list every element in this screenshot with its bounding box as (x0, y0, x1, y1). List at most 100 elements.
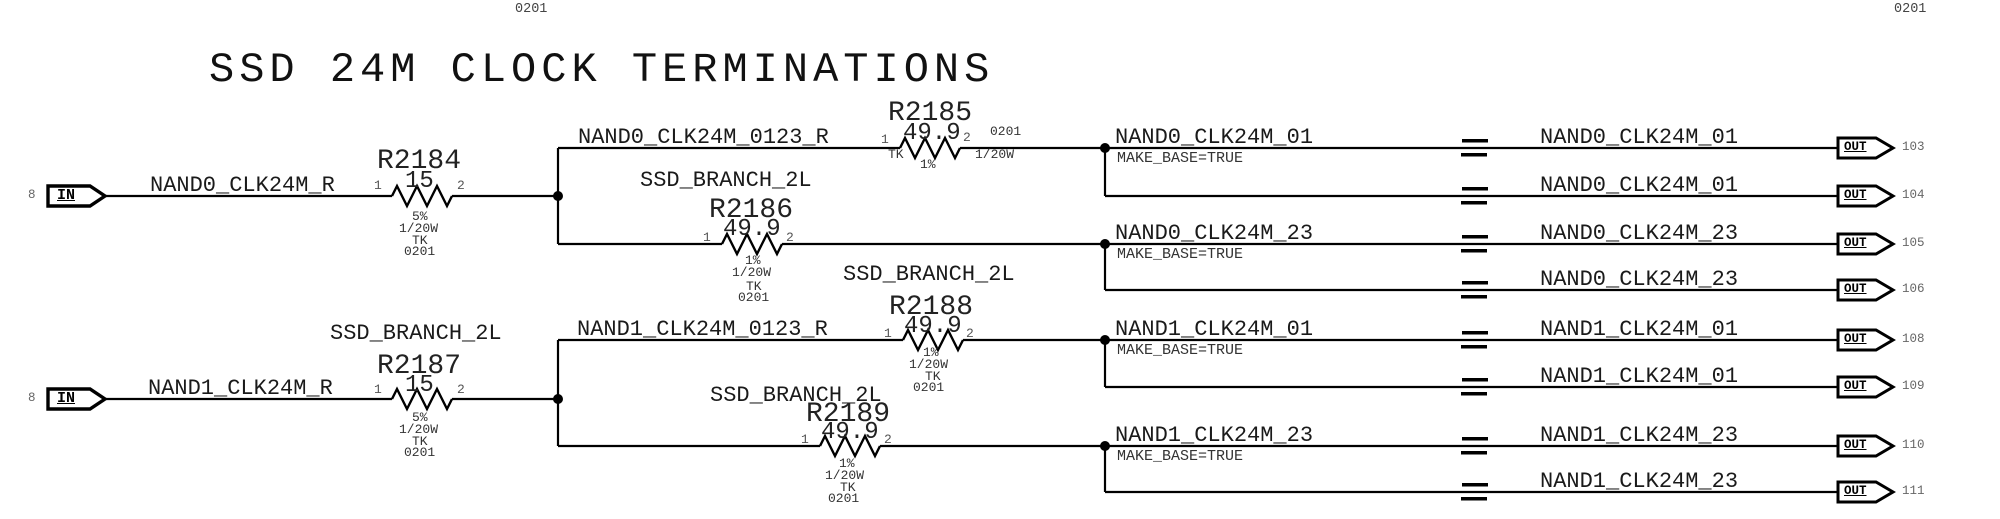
out-port-label[interactable]: OUT (1844, 236, 1867, 250)
net-label-nand0-clk24m-r[interactable]: NAND0_CLK24M_R (150, 173, 335, 198)
edge-fragment-0201: 0201 (1894, 2, 1927, 17)
net-label-nand1-clk24m-0123-r[interactable]: NAND1_CLK24M_0123_R (577, 317, 828, 342)
resistor-pin2: 2 (963, 130, 971, 145)
out-port-symbol[interactable] (1836, 480, 1896, 504)
resistor-pin1: 1 (703, 230, 711, 245)
resistor-symbol-r2184[interactable] (390, 183, 454, 209)
out-port-pin-number: 110 (1902, 438, 1925, 452)
resistor-value: 15 (405, 372, 434, 399)
in-port-symbol[interactable] (46, 184, 109, 208)
resistor-pin2: 2 (786, 230, 794, 245)
resistor-symbol-r2188[interactable] (901, 327, 965, 353)
net-label-out[interactable]: NAND0_CLK24M_23 (1540, 267, 1739, 292)
out-port-pin-number: 104 (1902, 188, 1925, 202)
resistor-tk: TK (888, 147, 904, 162)
resistor-symbol-r2186[interactable] (720, 231, 784, 257)
out-port-symbol[interactable] (1836, 375, 1896, 399)
out-port-label[interactable]: OUT (1844, 484, 1867, 498)
resistor-refdes[interactable]: R2185 (888, 98, 973, 129)
resistor-pin2: 2 (457, 178, 465, 193)
make-base-attribute: MAKE_BASE=TRUE (1117, 246, 1244, 263)
out-port-symbol[interactable] (1836, 136, 1896, 160)
out-port-label[interactable]: OUT (1844, 379, 1867, 393)
resistor-power: 1/20W (825, 468, 865, 483)
resistor-value: 49.9 (903, 120, 961, 147)
out-port-symbol[interactable] (1836, 184, 1896, 208)
wire-net[interactable] (105, 146, 1838, 494)
resistor-power: 1/20W (399, 422, 439, 437)
in-port-symbol[interactable] (46, 387, 109, 411)
in-port-label[interactable]: IN (57, 187, 76, 204)
resistor-symbol-r2185[interactable] (898, 135, 962, 161)
resistor-package: 0201 (828, 491, 860, 506)
net-tie-icon (1461, 139, 1488, 157)
resistor-refdes[interactable]: R2189 (806, 399, 891, 430)
resistor-tolerance: 5% (412, 410, 428, 425)
out-port-label[interactable]: OUT (1844, 332, 1867, 346)
out-port-label[interactable]: OUT (1844, 188, 1867, 202)
net-label-junction[interactable]: NAND0_CLK24M_01 (1115, 125, 1314, 150)
net-label-nand0-clk24m-0123-r[interactable]: NAND0_CLK24M_0123_R (578, 125, 829, 150)
resistor-power: 1/20W (975, 147, 1015, 162)
in-port-pin-number: 8 (28, 188, 36, 202)
branch-label: SSD_BRANCH_2L (843, 262, 1015, 287)
resistor-value: 49.9 (904, 313, 962, 340)
out-port-pin-number: 106 (1902, 282, 1925, 296)
resistor-tk: TK (412, 233, 428, 248)
net-label-out[interactable]: NAND1_CLK24M_01 (1540, 364, 1739, 389)
resistor-symbol-r2189[interactable] (818, 433, 882, 459)
resistor-power: 1/20W (909, 357, 949, 372)
resistor-pin1: 1 (801, 432, 809, 447)
out-port-symbol[interactable] (1836, 232, 1896, 256)
resistor-tk: TK (412, 434, 428, 449)
resistor-package: 0201 (404, 445, 436, 460)
net-tie-icon (1461, 378, 1488, 396)
net-label-out[interactable]: NAND0_CLK24M_23 (1540, 221, 1739, 246)
resistor-tolerance: 5% (412, 209, 428, 224)
out-port-label[interactable]: OUT (1844, 282, 1867, 296)
resistor-refdes[interactable]: R2184 (377, 146, 462, 177)
in-port-label[interactable]: IN (57, 390, 76, 407)
out-port-label[interactable]: OUT (1844, 140, 1867, 154)
resistor-refdes[interactable]: R2188 (889, 292, 974, 323)
resistor-tk: TK (925, 369, 941, 384)
out-port-symbol[interactable] (1836, 328, 1896, 352)
resistor-value: 49.9 (723, 216, 781, 243)
resistor-pin1: 1 (374, 178, 382, 193)
resistor-pin2: 2 (966, 326, 974, 341)
net-label-out[interactable]: NAND1_CLK24M_01 (1540, 317, 1739, 342)
branch-label: SSD_BRANCH_2L (710, 383, 882, 408)
net-label-out[interactable]: NAND1_CLK24M_23 (1540, 469, 1739, 494)
out-port-symbol[interactable] (1836, 278, 1896, 302)
out-port-pin-number: 103 (1902, 140, 1925, 154)
out-port-pin-number: 105 (1902, 236, 1925, 250)
resistor-value: 15 (405, 168, 434, 195)
out-port-label[interactable]: OUT (1844, 438, 1867, 452)
net-label-out[interactable]: NAND0_CLK24M_01 (1540, 125, 1739, 150)
branch-label: SSD_BRANCH_2L (640, 168, 812, 193)
net-tie-icon (1461, 235, 1488, 253)
net-label-junction[interactable]: NAND0_CLK24M_23 (1115, 221, 1314, 246)
resistor-pin1: 1 (881, 132, 889, 147)
net-label-junction[interactable]: NAND1_CLK24M_23 (1115, 423, 1314, 448)
page-title: SSD 24M CLOCK TERMINATIONS (209, 46, 995, 94)
net-tie-icon (1461, 187, 1488, 205)
resistor-refdes[interactable]: R2187 (377, 351, 462, 382)
resistor-refdes[interactable]: R2186 (709, 195, 794, 226)
resistor-power: 1/20W (399, 221, 439, 236)
net-label-out[interactable]: NAND0_CLK24M_01 (1540, 173, 1739, 198)
out-port-symbol[interactable] (1836, 434, 1896, 458)
resistor-symbol-r2187[interactable] (390, 386, 454, 412)
net-label-nand1-clk24m-r[interactable]: NAND1_CLK24M_R (148, 376, 333, 401)
edge-fragment-0201: 0201 (515, 2, 548, 17)
net-tie-icon (1461, 331, 1488, 349)
resistor-pin1: 1 (374, 382, 382, 397)
net-label-out[interactable]: NAND1_CLK24M_23 (1540, 423, 1739, 448)
make-base-attribute: MAKE_BASE=TRUE (1117, 448, 1244, 465)
out-port-pin-number: 111 (1902, 484, 1925, 498)
net-label-junction[interactable]: NAND1_CLK24M_01 (1115, 317, 1314, 342)
make-base-attribute: MAKE_BASE=TRUE (1117, 342, 1244, 359)
net-tie-icon (1461, 281, 1488, 299)
